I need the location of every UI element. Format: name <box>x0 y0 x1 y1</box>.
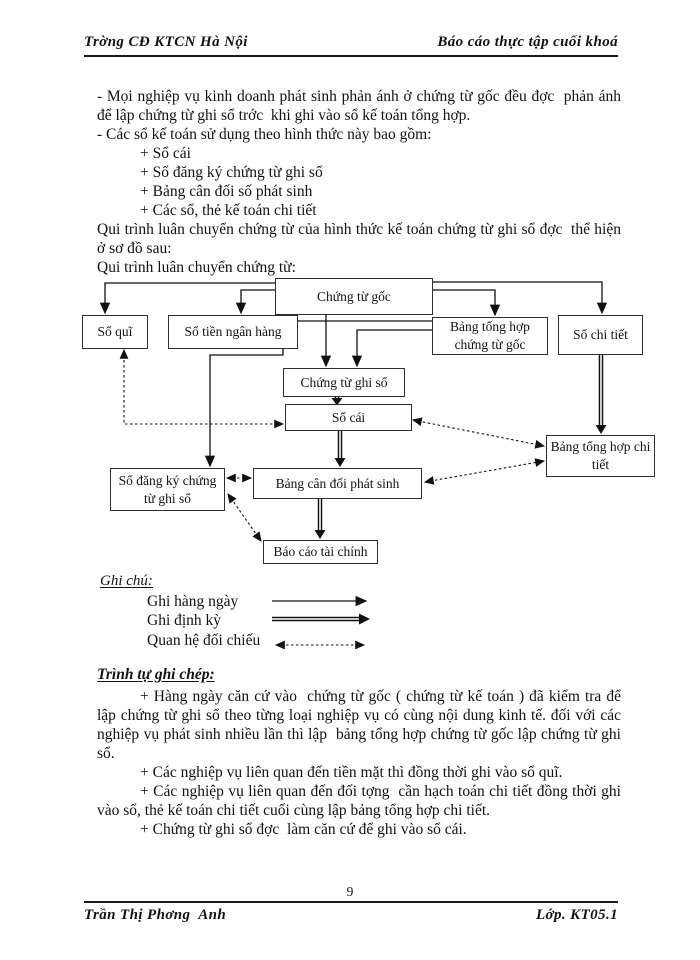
box-label: Bảng tổng hợp chi tiết <box>550 439 651 472</box>
box-label: Bảng cân đối phát sinh <box>275 475 400 491</box>
dashed-soqui-socai <box>119 348 285 429</box>
flowchart-connectors <box>99 281 608 650</box>
procedure-para: + Hàng ngày căn cứ vào chứng từ gốc ( ch… <box>97 688 621 762</box>
header-school: Trờng CĐ KTCN Hà Nội <box>84 34 248 50</box>
arrow-goc-to-sotien <box>235 289 275 315</box>
list-item: + Sổ đăng ký chứng từ ghi sổ <box>140 164 323 181</box>
legend-item-reconcile: Quan hệ đối chiếu <box>147 632 261 649</box>
footer-author: Trần Thị Phơng Anh <box>84 907 227 923</box>
arrow-goc-to-soqui <box>99 282 275 315</box>
box-label: Bảng tổng hợp chứng từ gốc <box>450 319 530 352</box>
flow-box-bang-tong-hop-chung-tu-goc: Bảng tổng hợp chứng từ gốc <box>432 317 548 355</box>
thick-arrow-bangcandoi-to-baocao <box>314 499 326 539</box>
box-label: Báo cáo tài chính <box>273 544 368 560</box>
flow-box-chung-tu-goc: Chứng từ gốc <box>275 278 433 315</box>
flow-box-chung-tu-ghi-so: Chứng từ ghi sổ <box>283 368 405 397</box>
header-report-title: Báo cáo thực tập cuối khoá <box>437 34 618 50</box>
list-item: + Sổ cái <box>140 145 191 162</box>
flow-box-bang-tong-hop-chi-tiet: Bảng tổng hợp chi tiết <box>546 435 655 477</box>
intro-para-3: Qui trình luân chuyển chứng từ của hình … <box>97 221 621 257</box>
list-item: + Bảng cân đối số phát sinh <box>140 183 313 200</box>
flow-box-bang-can-doi: Bảng cân đối phát sinh <box>253 468 422 499</box>
procedure-para: + Các nghiệp vụ liên quan đến tiền mặt t… <box>140 764 563 781</box>
thick-arrow-sochitiet-to-bangtonghopchitiet <box>595 355 607 434</box>
procedure-title: Trình tự ghi chép: <box>97 666 215 683</box>
legend-item-daily: Ghi hàng ngày <box>147 593 239 610</box>
arrow-goc-to-sochitiet <box>433 281 608 315</box>
arrow-bangtonghopgoc-to-chungtughiso <box>351 329 432 368</box>
flow-box-so-tien-ngan-hang: Sổ tiền ngân hàng <box>168 315 298 349</box>
page-header: Trờng CĐ KTCN Hà Nội Báo cáo thực tập cu… <box>84 34 618 57</box>
procedure-section: + Hàng ngày căn cứ vào chứng từ gốc ( ch… <box>97 687 621 839</box>
intro-para-4: Qui trình luân chuyển chứng từ: <box>97 259 296 276</box>
legend-arrow-periodic <box>272 613 370 625</box>
flow-box-so-qui: Sổ quĩ <box>82 315 148 349</box>
procedure-para: + Các nghiệp vụ liên quan đến đối tợng c… <box>97 783 621 819</box>
footer-class: Lớp. KT05.1 <box>535 907 618 923</box>
thick-arrow-socai-to-bangcandoi <box>334 431 346 467</box>
intro-para-1: - Mọi nghiệp vụ kinh doanh phát sinh phả… <box>97 88 621 124</box>
box-label: Sổ tiền ngân hàng <box>184 324 282 340</box>
procedure-para: + Chứng từ ghi sổ đợc làm căn cứ để ghi … <box>140 821 467 838</box>
intro-para-2: - Các sổ kế toán sử dụng theo hình thức … <box>97 126 432 143</box>
legend-title: Ghi chú: <box>100 573 153 589</box>
box-label: Chứng từ gốc <box>317 288 391 304</box>
box-label: Sổ quĩ <box>97 324 133 340</box>
box-label: Chứng từ ghi sổ <box>300 374 388 390</box>
dashed-bangcandoi-bangtonghopchitiet <box>423 458 546 485</box>
flow-box-so-dang-ky: Sổ đăng ký chứng từ ghi sổ <box>110 468 225 511</box>
legend-item-periodic: Ghi định kỳ <box>147 612 222 629</box>
box-label: Sổ chi tiết <box>573 327 628 343</box>
flow-box-so-cai: Sổ cái <box>285 404 412 431</box>
flow-box-so-chi-tiet: Sổ chi tiết <box>558 315 643 355</box>
arrow-goc-to-bangtonghopgoc <box>433 289 501 317</box>
page-footer: Trần Thị Phơng Anh Lớp. KT05.1 <box>84 901 618 924</box>
box-label: Sổ cái <box>331 409 366 425</box>
dashed-sodangky-baocao <box>227 493 262 542</box>
list-item: + Các sổ, thẻ kế toán chi tiết <box>140 202 317 219</box>
dashed-socai-bangtonghopchitiet <box>411 417 546 449</box>
box-label: Sổ đăng ký chứng từ ghi sổ <box>118 472 217 506</box>
page-number: 9 <box>346 884 354 899</box>
ledger-list: + Sổ cái + Sổ đăng ký chứng từ ghi sổ + … <box>140 144 621 220</box>
flow-box-bao-cao-tai-chinh: Báo cáo tài chính <box>263 540 378 564</box>
intro-section: - Mọi nghiệp vụ kinh doanh phát sinh phả… <box>97 87 621 277</box>
